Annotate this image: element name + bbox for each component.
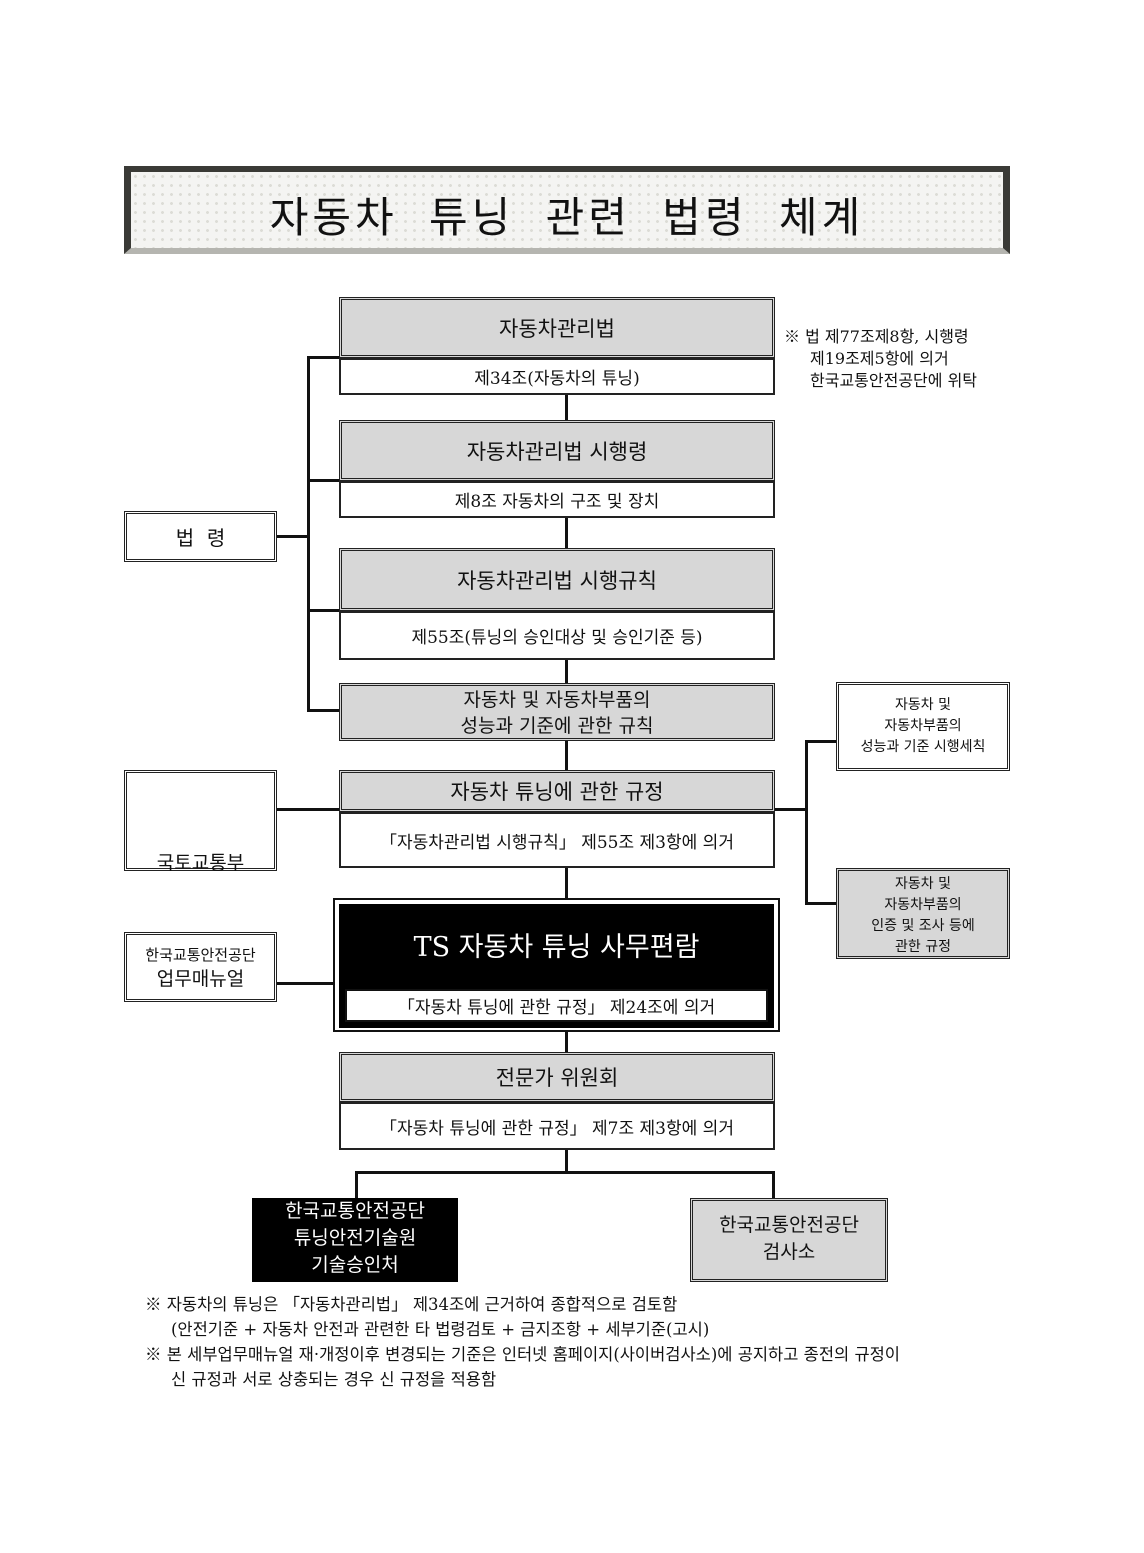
performance-rule-box: 자동차 및 자동차부품의 성능과 기준에 관한 규칙 xyxy=(339,683,775,741)
tuning-regulation-article: 「자동차관리법 시행규칙」 제55조 제3항에 의거 xyxy=(380,832,734,853)
rule-title: 자동차관리법 시행규칙 xyxy=(457,568,657,593)
rule-title-box: 자동차관리법 시행규칙 xyxy=(339,548,775,611)
statute-label: 법 령 xyxy=(175,526,226,550)
certification-regulation-box: 자동차 및 자동차부품의 인증 및 조사 등에 관한 규정 xyxy=(836,868,1010,959)
act-title-box: 자동차관리법 xyxy=(339,297,775,358)
footnotes: ※ 자동차의 튜닝은 「자동차관리법」 제34조에 근거하여 종합적으로 검토함… xyxy=(145,1292,900,1392)
act-article: 제34조(자동차의 튜닝) xyxy=(474,369,640,389)
footnote-1: ※ 자동차의 튜닝은 「자동차관리법」 제34조에 근거하여 종합적으로 검토함 xyxy=(145,1295,678,1314)
decree-title-box: 자동차관리법 시행령 xyxy=(339,420,775,481)
expert-committee-title-box: 전문가 위원회 xyxy=(339,1052,775,1102)
expert-committee-article-box: 「자동차 튜닝에 관한 규정」 제7조 제3항에 의거 xyxy=(339,1102,775,1150)
act-title: 자동차관리법 xyxy=(499,316,615,341)
rule-article: 제55조(튜닝의 승인대상 및 승인기준 등) xyxy=(411,628,703,648)
expert-committee-article: 「자동차 튜닝에 관한 규정」 제7조 제3항에 의거 xyxy=(380,1118,734,1139)
statute-label-box: 법 령 xyxy=(124,511,277,562)
rule-article-box: 제55조(튜닝의 승인대상 및 승인기준 등) xyxy=(339,611,775,660)
decree-title: 자동차관리법 시행령 xyxy=(466,439,648,464)
act-article-box: 제34조(자동차의 튜닝) xyxy=(339,358,775,395)
kotsa-manual-box: 한국교통안전공단 업무매뉴얼 xyxy=(124,932,277,1002)
ts-manual-box: TS 자동차 튜닝 사무편람 「자동차 튜닝에 관한 규정」 제24조에 의거 xyxy=(333,898,780,1032)
inspection-office-box: 한국교통안전공단 검사소 xyxy=(690,1198,888,1282)
decree-article: 제8조 자동차의 구조 및 장치 xyxy=(454,492,660,512)
decree-article-box: 제8조 자동차의 구조 및 장치 xyxy=(339,481,775,518)
ministry-notice-box: 국토교통부 고 시 xyxy=(124,770,277,958)
expert-committee-title: 전문가 위원회 xyxy=(495,1066,619,1090)
performance-rule-line1: 자동차 및 자동차부품의 xyxy=(463,689,651,711)
ts-manual-title: TS 자동차 튜닝 사무편람 xyxy=(413,931,700,963)
tuning-regulation-title-box: 자동차 튜닝에 관한 규정 xyxy=(339,770,775,812)
performance-rule-line2: 성능과 기준에 관한 규칙 xyxy=(460,715,654,737)
tuning-regulation-article-box: 「자동차관리법 시행규칙」 제55조 제3항에 의거 xyxy=(339,812,775,868)
page-title: 자동차 튜닝 관련 법령 체계 xyxy=(269,193,865,242)
delegation-note: ※ 법 제77조제8항, 시행령 제19조제5항에 의거 한국교통안전공단에 위… xyxy=(784,327,978,390)
tuning-safety-institute-box: 한국교통안전공단 튜닝안전기술원 기술승인처 xyxy=(252,1198,458,1282)
title-banner: 자동차 튜닝 관련 법령 체계 xyxy=(124,166,1010,254)
enforcement-detail-box: 자동차 및 자동차부품의 성능과 기준 시행세칙 xyxy=(836,682,1010,771)
tuning-regulation-title: 자동차 튜닝에 관한 규정 xyxy=(450,780,664,804)
ts-manual-article: 「자동차 튜닝에 관한 규정」 제24조에 의거 xyxy=(345,989,768,1022)
footnote-2: ※ 본 세부업무매뉴얼 재·개정이후 변경되는 기준은 인터넷 홈페이지(사이버… xyxy=(145,1345,900,1364)
